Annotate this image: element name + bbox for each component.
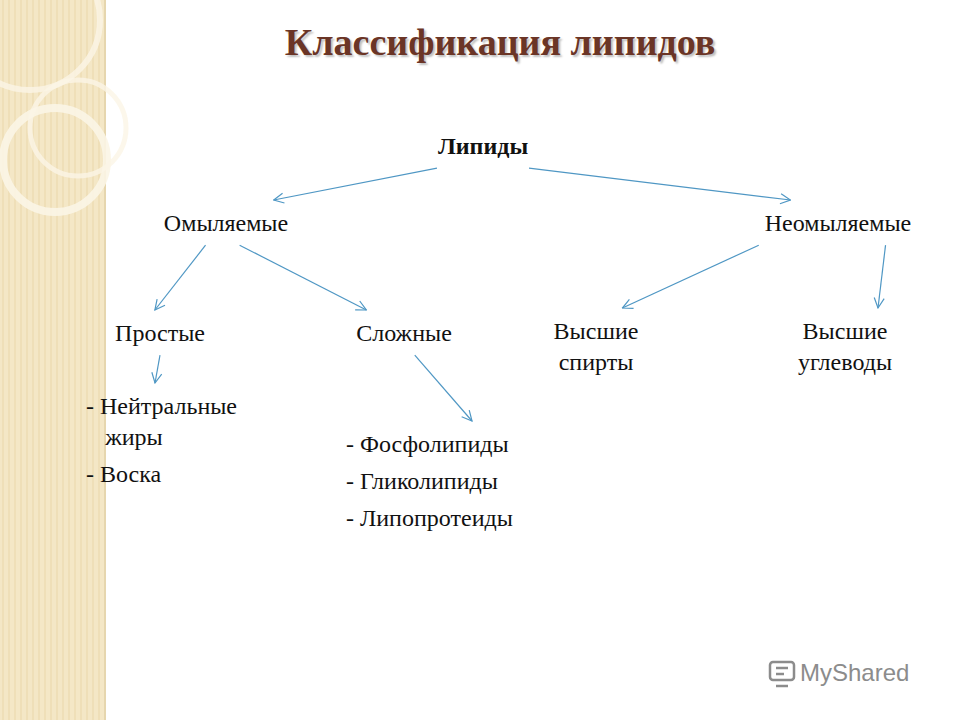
arrow-connector bbox=[529, 168, 790, 200]
category-label: Высшие спирты bbox=[530, 312, 662, 382]
category-label: Липиды bbox=[432, 127, 534, 166]
arrow-connector bbox=[240, 245, 367, 310]
arrow-connector bbox=[622, 245, 758, 308]
item-list: - Нейтральные жиры - Воска bbox=[80, 387, 295, 501]
watermark-icon bbox=[770, 662, 794, 686]
deco-ring bbox=[30, 80, 126, 176]
list-item: - Нейтральные жиры bbox=[86, 391, 289, 453]
node-text: Омыляемые bbox=[164, 208, 288, 239]
list-item: - Липопротеиды bbox=[346, 503, 584, 534]
node-text: Высшие углеводы bbox=[785, 316, 905, 378]
node-text: Сложные bbox=[356, 318, 452, 349]
deco-ring bbox=[0, 0, 100, 90]
slide-title: Классификация липидов bbox=[0, 20, 960, 64]
category-label: Простые bbox=[109, 314, 211, 353]
item-list: - Фосфолипиды - Гликолипиды - Липопротеиды bbox=[340, 425, 590, 545]
arrow-connector bbox=[274, 168, 437, 200]
list-item: - Гликолипиды bbox=[346, 466, 584, 497]
category-label: Высшие углеводы bbox=[779, 312, 911, 382]
list-item: - Фосфолипиды bbox=[346, 429, 584, 460]
watermark: MyShared bbox=[800, 659, 909, 687]
arrow-connector bbox=[878, 245, 886, 308]
category-label: Омыляемые bbox=[158, 204, 294, 243]
node-text: Липиды bbox=[438, 131, 528, 162]
node-text: Высшие спирты bbox=[536, 316, 656, 378]
arrow-connector bbox=[155, 355, 160, 383]
arrow-connector bbox=[415, 355, 472, 421]
list-item: - Воска bbox=[86, 459, 289, 490]
arrow-connector bbox=[155, 245, 206, 310]
node-text: Неомыляемые bbox=[765, 208, 911, 239]
category-label: Сложные bbox=[350, 314, 458, 353]
node-text: Простые bbox=[115, 318, 205, 349]
deco-ring bbox=[3, 108, 107, 212]
category-label: Неомыляемые bbox=[759, 204, 917, 243]
band-edge bbox=[104, 0, 106, 720]
